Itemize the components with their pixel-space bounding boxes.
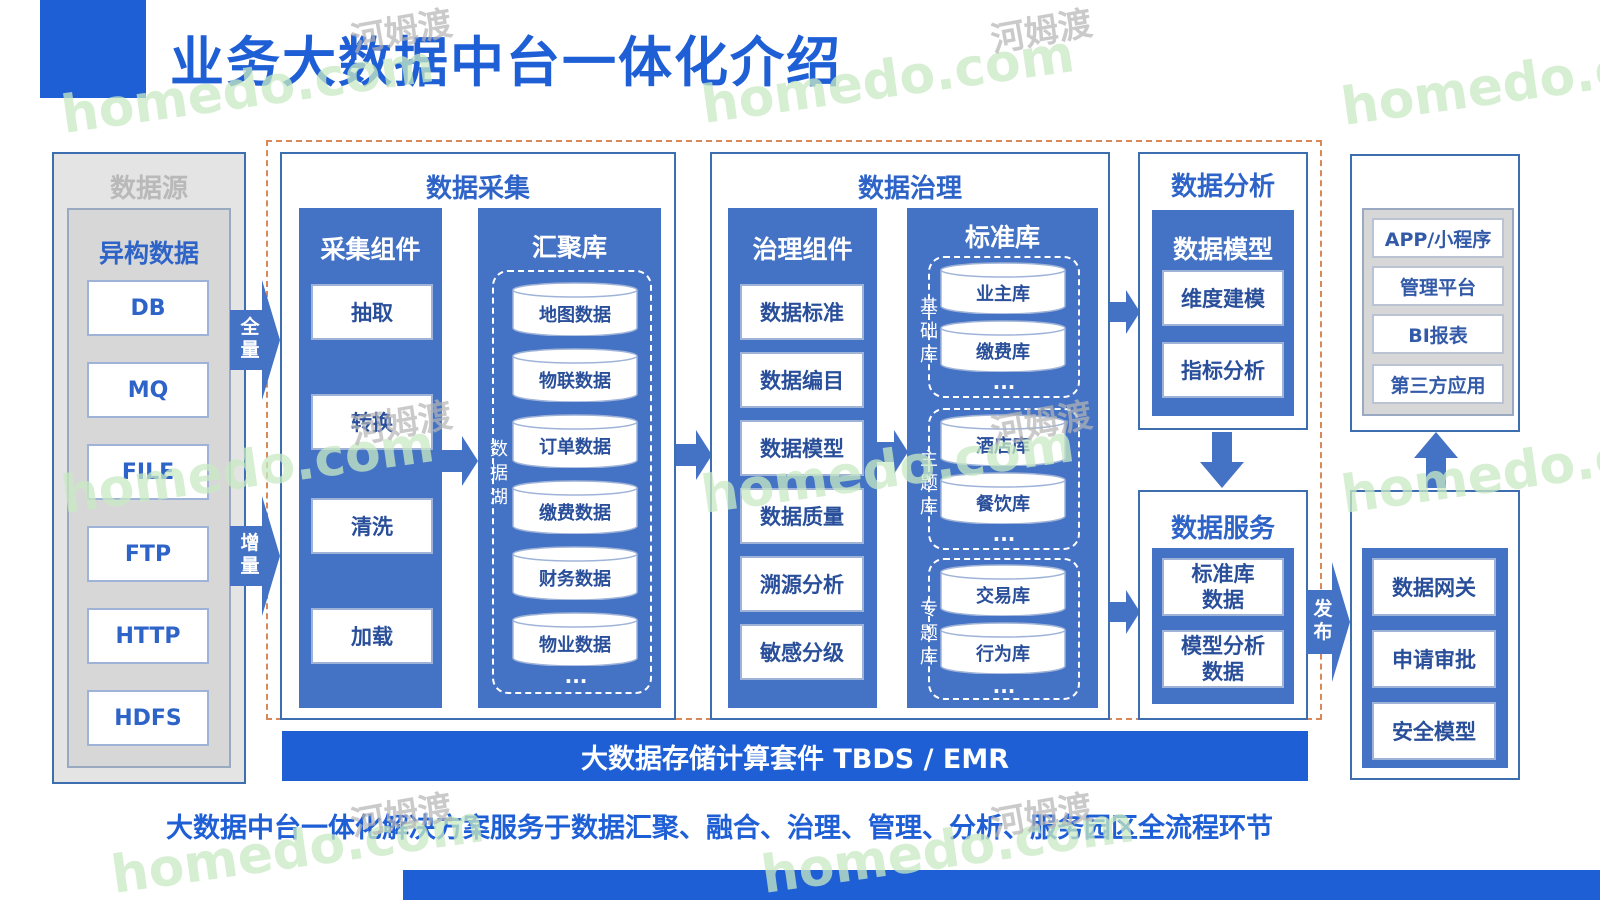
- title-accent-block: [40, 0, 146, 98]
- collection-components-title: 采集组件: [320, 235, 421, 264]
- standard-0-0: 业主库: [940, 262, 1066, 314]
- governance-standard: 数据标准: [740, 284, 864, 340]
- aggregation-item-5-label: 财务数据: [539, 569, 611, 590]
- app-admin-platform: 管理平台: [1372, 266, 1504, 306]
- topic-repo-label: 主题库: [920, 449, 938, 518]
- aggregation-item-4: 缴费数据: [512, 480, 638, 534]
- aggregation-item-1-label: 地图数据: [539, 305, 611, 326]
- storage-bar: 大数据存储计算套件 TBDS / EMR: [282, 731, 1308, 781]
- collection-title: 数据采集: [425, 174, 530, 204]
- aggregation-item-3: 订单数据: [512, 414, 638, 468]
- publish-arrow: [1306, 562, 1350, 682]
- analysis-model-title: 数据模型: [1172, 235, 1273, 264]
- base-repo-frame: [928, 256, 1080, 398]
- governance-to-analysis-arrow: [1110, 290, 1140, 334]
- aggregation-item-1: 地图数据: [512, 282, 638, 336]
- aggregation-item-3-label: 订单数据: [539, 437, 611, 458]
- source-db: DB: [87, 280, 209, 336]
- special-ellipsis: ...: [992, 674, 1016, 698]
- source-http: HTTP: [87, 608, 209, 664]
- aggregation-cylinders: 地图数据物联数据订单数据缴费数据财务数据物业数据: [512, 282, 640, 692]
- component-transform: 转换: [311, 394, 433, 450]
- gateway-data-gateway: 数据网关: [1372, 558, 1496, 616]
- collection-to-governance-arrow: [676, 430, 712, 480]
- aggregation-repo-title: 汇聚库: [531, 233, 607, 262]
- governance-quality: 数据质量: [740, 488, 864, 544]
- app-bi-report: BI报表: [1372, 314, 1504, 354]
- standard-0-0-label: 业主库: [976, 284, 1030, 305]
- standard-cylinders: 业主库缴费库酒店库餐饮库交易库行为库: [940, 262, 1068, 702]
- standard-1-0-label: 酒店库: [976, 436, 1030, 457]
- data-lake-frame: [492, 270, 652, 694]
- source-mq: MQ: [87, 362, 209, 418]
- component-clean: 清洗: [311, 498, 433, 554]
- standard-1-1-label: 餐饮库: [976, 494, 1030, 515]
- analysis-title: 数据分析: [1170, 172, 1275, 202]
- standard-repo-title: 标准库: [964, 223, 1040, 252]
- service-model-data: 模型分析数据: [1162, 630, 1284, 688]
- publish-label: 发布: [1313, 598, 1333, 643]
- topic-repo-frame: [928, 408, 1080, 550]
- data-lake-label: 数据湖: [490, 439, 508, 508]
- special-repo-frame: [928, 558, 1080, 700]
- source-ftp: FTP: [87, 526, 209, 582]
- service-title: 数据服务: [1170, 514, 1275, 544]
- watermark-cn-2: 河姆渡: [987, 3, 1096, 61]
- base-ellipsis: ...: [992, 370, 1016, 394]
- watermark-logo-3: homedo.com: [1337, 26, 1600, 138]
- app-miniprogram: APP/小程序: [1372, 218, 1504, 258]
- source-hdfs: HDFS: [87, 690, 209, 746]
- special-repo-label: 专题库: [920, 599, 938, 668]
- dimension-modeling: 维度建模: [1162, 270, 1284, 326]
- gateway-security-model: 安全模型: [1372, 702, 1496, 760]
- aggregation-item-6-label: 物业数据: [539, 635, 611, 656]
- full-label: 全量: [240, 316, 260, 361]
- standard-2-1: 行为库: [940, 622, 1066, 674]
- datasource-title: 数据源: [109, 174, 188, 204]
- page-title: 业务大数据中台一体化介绍: [170, 31, 842, 94]
- standard-2-1-label: 行为库: [976, 644, 1030, 665]
- app-third-party: 第三方应用: [1372, 364, 1504, 404]
- base-repo-label: 基础库: [920, 297, 938, 366]
- gateway-to-apps-arrow: [1414, 432, 1458, 488]
- governance-title: 数据治理: [857, 174, 962, 204]
- component-load: 加载: [311, 608, 433, 664]
- standard-0-1-label: 缴费库: [976, 342, 1030, 363]
- governance-lineage: 溯源分析: [740, 556, 864, 612]
- standard-2-0-label: 交易库: [976, 586, 1030, 607]
- aggregation-item-6: 物业数据: [512, 612, 638, 666]
- incremental-arrow: [230, 496, 280, 616]
- analysis-to-service-arrow: [1200, 432, 1244, 488]
- caption: 大数据中台一体化解决方案服务于数据汇聚、融合、治理、管理、分析、服务园区全流程环…: [166, 813, 1273, 844]
- aggregation-item-2: 物联数据: [512, 348, 638, 402]
- aggregation-ellipsis: ...: [564, 664, 588, 688]
- metric-analysis: 指标分析: [1162, 342, 1284, 398]
- governance-components-title: 治理组件: [752, 235, 853, 264]
- heterogeneous-title: 异构数据: [98, 239, 199, 268]
- incremental-label: 增量: [240, 532, 260, 577]
- standard-1-1: 餐饮库: [940, 472, 1066, 524]
- full-arrow: [230, 280, 280, 400]
- standard-2-0: 交易库: [940, 564, 1066, 616]
- governance-to-service-arrow: [1110, 590, 1140, 634]
- standard-1-0: 酒店库: [940, 414, 1066, 466]
- aggregation-item-2-label: 物联数据: [539, 371, 611, 392]
- standard-0-1: 缴费库: [940, 320, 1066, 372]
- bottom-bar: [403, 870, 1600, 900]
- governance-model: 数据模型: [740, 420, 864, 476]
- collection-inner-arrow: [442, 436, 478, 486]
- governance-inner-arrow: [876, 430, 908, 474]
- aggregation-item-4-label: 缴费数据: [539, 503, 611, 524]
- source-file: FILE: [87, 444, 209, 500]
- component-extract: 抽取: [311, 284, 433, 340]
- aggregation-item-5: 财务数据: [512, 546, 638, 600]
- governance-sensitivity: 敏感分级: [740, 624, 864, 680]
- governance-catalog: 数据编目: [740, 352, 864, 408]
- service-standard-data: 标准库数据: [1162, 558, 1284, 616]
- topic-ellipsis: ...: [992, 522, 1016, 546]
- gateway-approval: 申请审批: [1372, 630, 1496, 688]
